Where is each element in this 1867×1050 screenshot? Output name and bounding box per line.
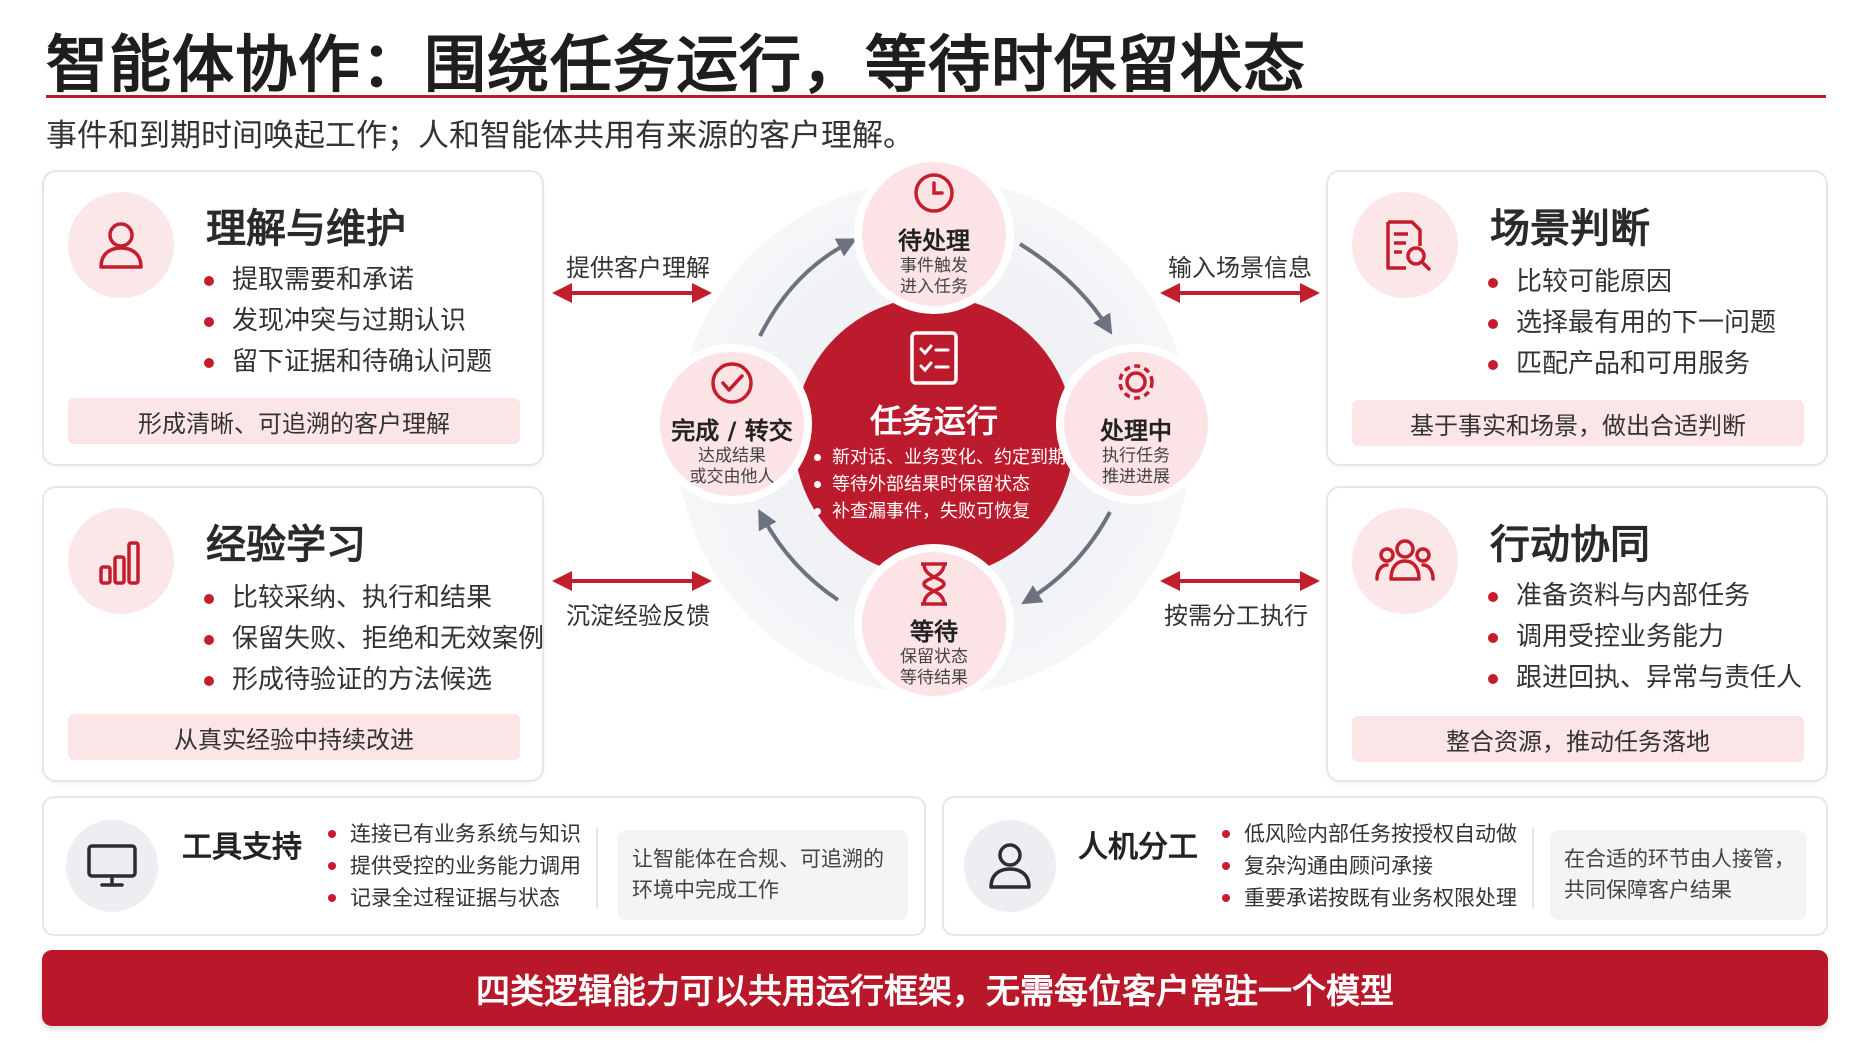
node-title: 处理中 <box>1100 417 1172 445</box>
cycle-arrow-pending-to-processing <box>1018 242 1113 335</box>
node-waiting: 等待 保留状态 等待结果 <box>874 612 994 689</box>
list-item: 调用受控业务能力 <box>1488 617 1802 658</box>
card-title: 工具支持 <box>182 830 302 865</box>
document-search-icon <box>1352 192 1458 298</box>
note-line: 环境中完成工作 <box>632 878 779 902</box>
node-desc: 或交由他人 <box>689 467 775 487</box>
list-item: 提取需要和承诺 <box>204 260 492 301</box>
bullet-list: 提取需要和承诺 发现冲突与过期认识 留下证据和待确认问题 <box>204 260 492 383</box>
node-done-circle <box>652 344 812 504</box>
list-item: 等待外部结果时保留状态 <box>812 471 1066 498</box>
note-line: 共同保障客户结果 <box>1564 878 1732 902</box>
card-footer: 形成清晰、可追溯的客户理解 <box>68 398 520 444</box>
summary-banner: 四类逻辑能力可以共用运行框架，无需每位客户常驻一个模型 <box>42 950 1828 1026</box>
list-item: 复杂沟通由顾问承接 <box>1222 850 1517 882</box>
card-title: 人机分工 <box>1078 830 1198 865</box>
checklist-icon <box>910 331 958 385</box>
note-line: 在合适的环节由人接管， <box>1564 847 1795 871</box>
card-understand: 理解与维护 提取需要和承诺 发现冲突与过期认识 留下证据和待确认问题 形成清晰、… <box>42 170 544 466</box>
cycle-arrow-done-to-pending <box>758 238 858 337</box>
clock-icon <box>914 173 954 213</box>
connector-label-top-right: 输入场景信息 <box>1168 254 1312 282</box>
node-desc: 执行任务 <box>1102 446 1170 466</box>
page-subtitle: 事件和到期时间唤起工作；人和智能体共用有来源的客户理解。 <box>46 118 914 154</box>
list-item: 准备资料与内部任务 <box>1488 576 1802 617</box>
connector-label-bottom-right: 按需分工执行 <box>1164 602 1308 630</box>
card-act: 行动协同 准备资料与内部任务 调用受控业务能力 跟进回执、异常与责任人 整合资源… <box>1326 486 1828 782</box>
node-title: 待处理 <box>898 227 970 255</box>
card-division: 人机分工 低风险内部任务按授权自动做 复杂沟通由顾问承接 重要承诺按既有业务权限… <box>942 796 1828 936</box>
list-item: 形成待验证的方法候选 <box>204 660 544 701</box>
node-waiting-circle <box>854 544 1014 704</box>
list-item: 跟进回执、异常与责任人 <box>1488 658 1802 699</box>
person-outline-icon <box>964 820 1056 912</box>
node-title: 完成 / 转交 <box>671 417 793 445</box>
bullet-list: 连接已有业务系统与知识 提供受控的业务能力调用 记录全过程证据与状态 <box>328 818 581 914</box>
list-item: 匹配产品和可用服务 <box>1488 344 1776 385</box>
card-footer: 整合资源，推动任务落地 <box>1352 716 1804 762</box>
connector-label-top-left: 提供客户理解 <box>566 254 710 282</box>
card-title: 场景判断 <box>1490 206 1650 252</box>
card-learn: 经验学习 比较采纳、执行和结果 保留失败、拒绝和无效案例 形成待验证的方法候选 … <box>42 486 544 782</box>
node-done: 完成 / 转交 达成结果 或交由他人 <box>662 411 802 488</box>
card-title: 理解与维护 <box>206 206 406 252</box>
cycle-arrow-processing-to-waiting <box>1021 511 1112 605</box>
list-item: 连接已有业务系统与知识 <box>328 818 581 850</box>
hourglass-icon <box>921 562 947 606</box>
cycle-arrow-waiting-to-done <box>758 508 840 602</box>
list-item: 重要承诺按既有业务权限处理 <box>1222 882 1517 914</box>
list-item: 记录全过程证据与状态 <box>328 882 581 914</box>
list-item: 保留失败、拒绝和无效案例 <box>204 619 544 660</box>
list-item: 提供受控的业务能力调用 <box>328 850 581 882</box>
bullet-list: 低风险内部任务按授权自动做 复杂沟通由顾问承接 重要承诺按既有业务权限处理 <box>1222 818 1517 914</box>
card-footer: 基于事实和场景，做出合适判断 <box>1352 400 1804 446</box>
list-item: 新对话、业务变化、约定到期 <box>812 444 1066 471</box>
monitor-icon <box>66 820 158 912</box>
card-title: 行动协同 <box>1490 522 1650 568</box>
card-tools: 工具支持 连接已有业务系统与知识 提供受控的业务能力调用 记录全过程证据与状态 … <box>42 796 926 936</box>
list-item: 比较可能原因 <box>1488 262 1776 303</box>
node-desc: 推进进展 <box>1102 467 1170 487</box>
group-icon <box>1352 508 1458 614</box>
list-item: 补查漏事件，失败可恢复 <box>812 498 1066 525</box>
card-judge: 场景判断 比较可能原因 选择最有用的下一问题 匹配产品和可用服务 基于事实和场景… <box>1326 170 1828 466</box>
node-desc: 达成结果 <box>698 446 766 466</box>
divider <box>1532 828 1534 908</box>
card-title: 经验学习 <box>206 522 366 568</box>
card-note: 在合适的环节由人接管， 共同保障客户结果 <box>1550 830 1806 920</box>
gear-icon <box>1118 364 1154 400</box>
center-title: 任务运行 <box>870 402 999 440</box>
node-pending-circle <box>854 154 1014 314</box>
node-desc: 等待结果 <box>900 668 968 688</box>
bullet-list: 比较可能原因 选择最有用的下一问题 匹配产品和可用服务 <box>1488 262 1776 385</box>
page-title: 智能体协作：围绕任务运行，等待时保留状态 <box>46 28 1307 101</box>
note-line: 让智能体在合规、可追溯的 <box>632 847 884 871</box>
title-divider <box>46 95 1826 98</box>
bullet-list: 准备资料与内部任务 调用受控业务能力 跟进回执、异常与责任人 <box>1488 576 1802 699</box>
list-item: 发现冲突与过期认识 <box>204 301 492 342</box>
list-item: 留下证据和待确认问题 <box>204 342 492 383</box>
node-title: 等待 <box>910 618 958 646</box>
node-processing-circle <box>1056 344 1216 504</box>
check-circle-icon <box>711 362 753 404</box>
bullet-list: 比较采纳、执行和结果 保留失败、拒绝和无效案例 形成待验证的方法候选 <box>204 578 544 701</box>
divider <box>596 828 598 908</box>
list-item: 低风险内部任务按授权自动做 <box>1222 818 1517 850</box>
bar-chart-icon <box>68 508 174 614</box>
list-item: 选择最有用的下一问题 <box>1488 303 1776 344</box>
connector-label-bottom-left: 沉淀经验反馈 <box>566 602 710 630</box>
node-pending: 待处理 事件触发 进入任务 <box>874 221 994 298</box>
list-item: 比较采纳、执行和结果 <box>204 578 544 619</box>
card-note: 让智能体在合规、可追溯的 环境中完成工作 <box>618 830 908 920</box>
center-task-disk <box>794 297 1074 577</box>
node-desc: 保留状态 <box>900 647 968 667</box>
card-footer: 从真实经验中持续改进 <box>68 714 520 760</box>
person-icon <box>68 192 174 298</box>
node-desc: 事件触发 <box>900 256 968 276</box>
center-bullet-list: 新对话、业务变化、约定到期 等待外部结果时保留状态 补查漏事件，失败可恢复 <box>812 444 1066 525</box>
node-desc: 进入任务 <box>900 277 968 297</box>
node-processing: 处理中 执行任务 推进进展 <box>1076 411 1196 488</box>
